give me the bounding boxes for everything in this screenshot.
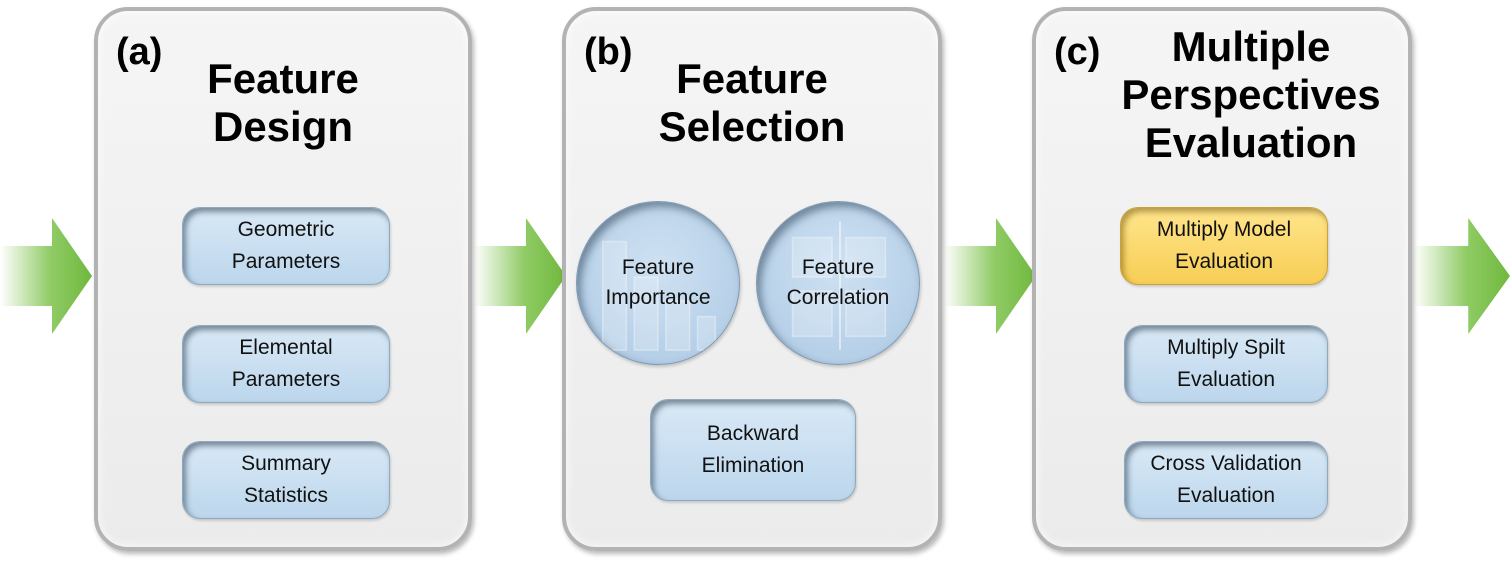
box-label-line: Evaluation	[1174, 250, 1274, 273]
bar-chart-icon	[601, 240, 717, 351]
box-label-line: Parameters	[231, 250, 341, 273]
box-label-line: Evaluation	[1176, 484, 1276, 507]
panel-title-line: Perspectives	[1121, 71, 1381, 118]
flow-arrow-icon	[944, 218, 1036, 334]
elemental-parameters-box: Elemental Parameters	[182, 325, 390, 403]
panel-label: (a)	[116, 31, 163, 73]
geometric-parameters-box: Geometric Parameters	[182, 207, 390, 285]
feature-correlation-circle: Feature Correlation	[756, 201, 920, 365]
panel-label: (b)	[584, 31, 633, 73]
cross-validation-evaluation-box: Cross Validation Evaluation	[1124, 441, 1328, 519]
summary-statistics-box: Summary Statistics	[182, 441, 390, 519]
panel-title-line: Design	[212, 103, 354, 150]
box-label-line: Parameters	[231, 368, 341, 391]
panel-feature-design: (a) Feature Design Geometric Parameters …	[94, 7, 472, 551]
box-label-line: Backward	[706, 422, 800, 445]
circle-label-line: Correlation	[786, 286, 890, 309]
panel-title-line: Selection	[658, 103, 846, 150]
backward-elimination-box: Backward Elimination	[650, 399, 856, 501]
box-label-line: Summary	[241, 452, 331, 475]
box-label-line: Geometric	[237, 218, 335, 241]
panel-title-line: Evaluation	[1144, 119, 1358, 166]
multiply-model-evaluation-box: Multiply Model Evaluation	[1120, 207, 1328, 285]
circle-label-line: Importance	[605, 286, 711, 309]
box-label-line: Multiply Model	[1156, 218, 1292, 241]
box-label-line: Cross Validation	[1150, 452, 1302, 475]
flow-arrow-icon	[474, 218, 566, 334]
panel-title-line: Feature	[676, 55, 828, 102]
panel-feature-selection: (b) Feature Selection Feature Importance	[562, 7, 942, 551]
box-label-line: Evaluation	[1176, 368, 1276, 391]
circle-label: Feature Correlation	[757, 253, 919, 313]
panel-title-line: Feature	[207, 55, 359, 102]
panel-multiple-perspectives-evaluation: (c) Multiple Perspectives Evaluation Mul…	[1032, 7, 1412, 551]
panel-title-line: Multiple	[1171, 23, 1331, 70]
feature-importance-circle: Feature Importance	[576, 201, 740, 365]
matrix-icon	[791, 221, 887, 351]
panel-title: Multiple Perspectives Evaluation	[1094, 23, 1408, 167]
circle-label-line: Feature	[801, 256, 875, 279]
flow-arrow-icon	[1414, 218, 1510, 334]
panel-label: (c)	[1054, 31, 1101, 73]
box-label-line: Multiply Spilt	[1167, 336, 1285, 359]
multiply-split-evaluation-box: Multiply Spilt Evaluation	[1124, 325, 1328, 403]
box-label-line: Elemental	[239, 336, 333, 359]
circle-label-line: Feature	[621, 256, 695, 279]
flow-arrow-icon	[0, 218, 92, 334]
panel-title: Feature Design	[98, 55, 468, 151]
circle-label: Feature Importance	[577, 253, 739, 313]
box-label-line: Statistics	[243, 484, 329, 507]
box-label-line: Elimination	[701, 454, 805, 477]
panel-title: Feature Selection	[566, 55, 938, 151]
